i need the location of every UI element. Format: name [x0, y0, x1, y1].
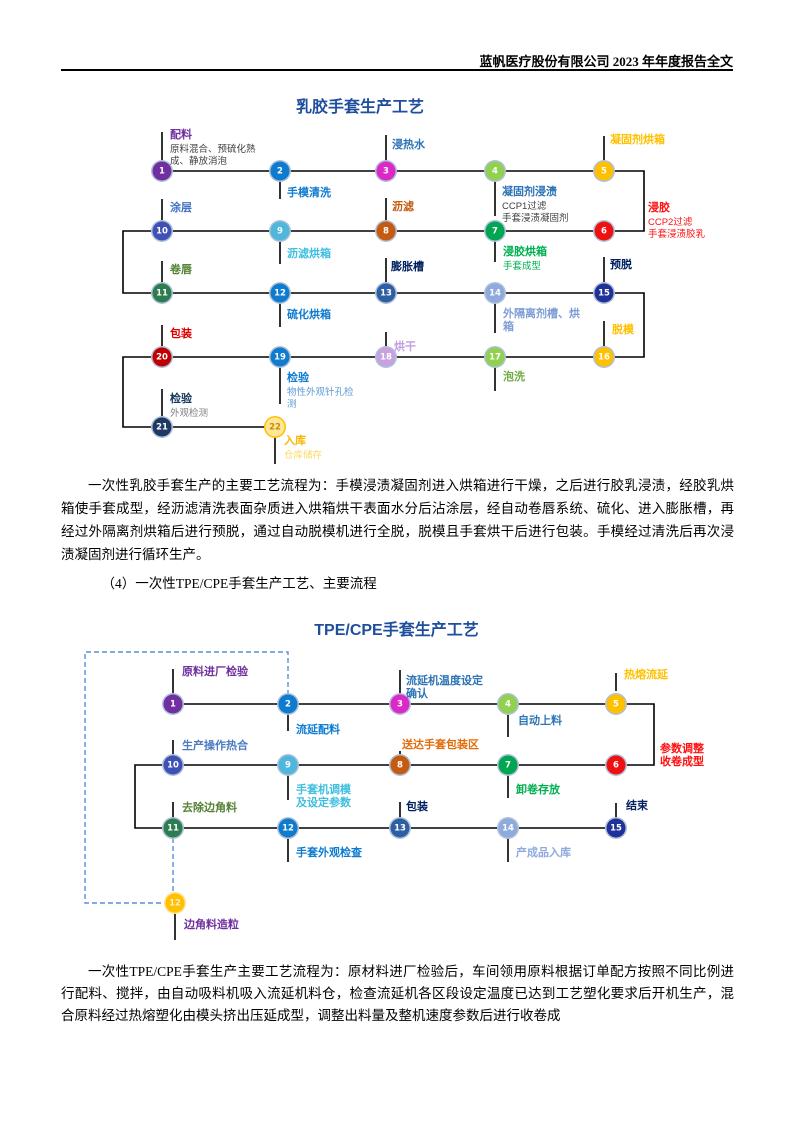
tpe-label-songdabaozhuangqu: 送达手套包装区: [402, 739, 479, 751]
tpe-label-rerongliuyan: 热熔流延: [624, 669, 668, 681]
latex-label-ninggujijinzi: 凝固剂浸渍: [502, 186, 557, 198]
tpe-label-shoutaojitiaomo: 手套机调模: [296, 784, 351, 796]
tpe-process-paragraph: 一次性TPE/CPE手套生产主要工艺流程为：原材料进厂检验后，车间领用原料根据订…: [61, 964, 734, 1023]
latex-node-18: 18: [376, 347, 396, 367]
latex-node-19: 19: [270, 347, 290, 367]
tpe-label-shengchanrehe: 生产操作热合: [182, 740, 248, 752]
latex-sub-peiliao-1: 原料混合、预硫化熟: [170, 144, 256, 155]
latex-label-yutuo: 预脱: [610, 259, 632, 271]
tpe-node-2: 2: [278, 694, 298, 714]
tpe-label-xiejuancunfang: 卸卷存放: [516, 784, 560, 796]
tpe-node-3: 3: [390, 694, 410, 714]
tpe-node-7: 7: [498, 755, 518, 775]
tpe-label-shoutaojitiaomo-2: 及设定参数: [296, 797, 351, 809]
tpe-node-14: 14: [498, 818, 518, 838]
latex-sub-ccp1: CCP1过滤: [502, 201, 547, 212]
tpe-label-wendushading: 流延机温度设定: [406, 675, 483, 687]
latex-node-13: 13: [376, 283, 396, 303]
latex-sub-waiguanjiance: 外观检测: [170, 408, 209, 419]
latex-label-tuomo: 脱模: [612, 324, 634, 336]
tpe-label-liuyanpeiliao: 流延配料: [296, 724, 340, 736]
latex-node-22: 22: [265, 417, 285, 437]
latex-label-jinjiaohongxiang: 浸胶烘箱: [503, 246, 547, 258]
tpe-label-wendushading-2: 确认: [406, 688, 428, 700]
tpe-node-12: 12: [278, 818, 298, 838]
latex-diagram-title: 乳胶手套生产工艺: [295, 99, 424, 116]
tpe-node-6: 6: [606, 755, 626, 775]
latex-label-jinreshui: 浸热水: [392, 139, 425, 151]
tpe-node-5: 5: [606, 694, 626, 714]
tpe-node-9: 9: [278, 755, 298, 775]
latex-label-juanchun: 卷唇: [170, 264, 192, 276]
tpe-node-15: 15: [606, 818, 626, 838]
latex-node-16: 16: [594, 347, 614, 367]
latex-node-2: 2: [270, 161, 290, 181]
tpe-label-zidongshangliao: 自动上料: [518, 715, 562, 727]
latex-label-paoxi: 泡洗: [503, 371, 525, 383]
latex-node-6: 6: [594, 221, 614, 241]
latex-node-4: 4: [485, 161, 505, 181]
latex-label-honggan: 烘干: [394, 341, 416, 353]
tpe-label-canshutiaozheng: 参数调整: [660, 743, 704, 755]
latex-sub-ccp2-2: 手套浸渍胶乳: [648, 229, 706, 240]
latex-sub-ccp2: CCP2过滤: [648, 217, 693, 228]
tpe-label-bianjiaoliaozaoli: 边角料造粒: [184, 919, 239, 931]
page-header-title: 蓝帆医疗股份有限公司 2023 年年度报告全文: [479, 54, 733, 69]
latex-node-5: 5: [594, 161, 614, 181]
latex-node-14: 14: [485, 283, 505, 303]
latex-node-20: 20: [152, 347, 172, 367]
tpe-label-yuanliaojianyan: 原料进厂检验: [182, 666, 248, 678]
tpe-node-scrap-loop: 12: [165, 893, 185, 913]
tpe-node-11: 11: [163, 818, 183, 838]
latex-label-waigelijicao-2: 箱: [503, 321, 514, 333]
tpe-node-10: 10: [163, 755, 183, 775]
latex-node-17: 17: [485, 347, 505, 367]
latex-node-3: 3: [376, 161, 396, 181]
latex-node-15: 15: [594, 283, 614, 303]
tpe-label-canshutiaozheng-2: 收卷成型: [660, 756, 704, 768]
latex-label-liuhuahongxiang: 硫化烘箱: [287, 309, 331, 321]
header-rule: [61, 69, 733, 71]
latex-label-waigelijicao: 外隔离剂槽、烘: [503, 308, 580, 320]
latex-node-12: 12: [270, 283, 290, 303]
latex-sub-wuxing: 物性外观针孔检: [287, 387, 354, 398]
tpe-recycle-dashed-line: [84, 651, 289, 904]
latex-sub-wuxing-2: 测: [287, 399, 297, 410]
latex-label-peiliao: 配料: [170, 129, 192, 141]
latex-sub-ccp1-2: 手套浸渍凝固剂: [502, 213, 569, 224]
latex-node-7: 7: [485, 221, 505, 241]
latex-label-shoumo-qingxi: 手模清洗: [287, 187, 331, 199]
latex-sub-shoutaochengxing: 手套成型: [503, 261, 542, 272]
tpe-label-baozhuang: 包装: [406, 801, 428, 813]
tpe-node-4: 4: [498, 694, 518, 714]
latex-sub-peiliao-2: 成、静放消泡: [170, 156, 228, 167]
latex-sub-cangkuchucun: 仓库储存: [284, 450, 323, 461]
tpe-label-jieshu: 结束: [626, 800, 648, 812]
latex-node-1: 1: [152, 161, 172, 181]
tpe-label-waiguanjiancha: 手套外观检查: [296, 847, 362, 859]
latex-label-baozhuang: 包装: [170, 328, 192, 340]
latex-node-8: 8: [376, 221, 396, 241]
latex-process-paragraph: 一次性乳胶手套生产的主要工艺流程为：手模浸渍凝固剂进入烘箱进行干燥，之后进行胶乳…: [61, 478, 734, 562]
tpe-diagram-title: TPE/CPE手套生产工艺: [314, 622, 479, 639]
latex-label-jinjiao: 浸胶: [648, 202, 670, 214]
latex-label-tuceng: 涂层: [170, 202, 192, 214]
tpe-label-quchubianjiaoliao: 去除边角料: [182, 802, 237, 814]
latex-label-lilvhongxiang: 沥滤烘箱: [287, 248, 331, 260]
latex-node-11: 11: [152, 283, 172, 303]
latex-node-9: 9: [270, 221, 290, 241]
latex-label-jianyan-21: 检验: [170, 393, 192, 405]
latex-label-ninggujihongxiang: 凝固剂烘箱: [610, 134, 665, 146]
latex-label-jianyan-19: 检验: [287, 372, 309, 384]
latex-node-10: 10: [152, 221, 172, 241]
tpe-label-chanchengpinruku: 产成品入库: [516, 847, 571, 859]
tpe-node-1: 1: [163, 694, 183, 714]
tpe-node-8: 8: [390, 755, 410, 775]
latex-label-pengzhangcao: 膨胀槽: [391, 261, 424, 273]
latex-label-lilv: 沥滤: [392, 201, 414, 213]
section-heading-4: （4）一次性TPE/CPE手套生产工艺、主要流程: [101, 576, 377, 591]
tpe-node-13: 13: [390, 818, 410, 838]
latex-label-ruku: 入库: [284, 435, 306, 447]
latex-node-21: 21: [152, 417, 172, 437]
